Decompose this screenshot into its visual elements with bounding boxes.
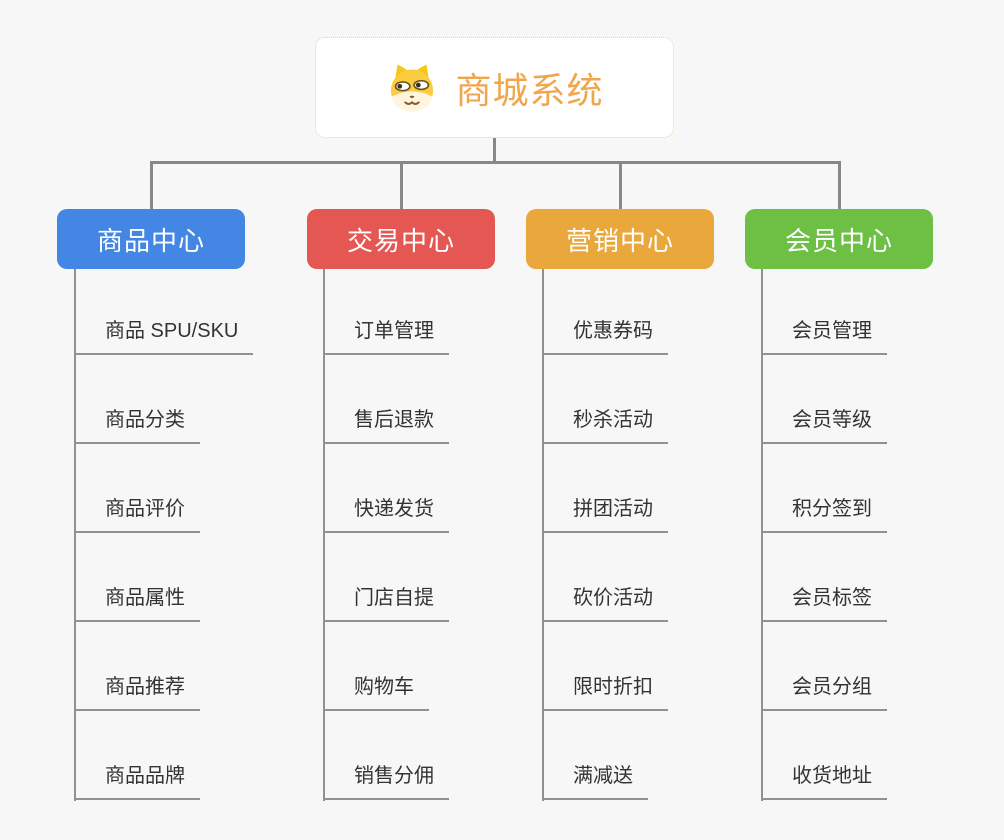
- leaf-node[interactable]: 购物车: [323, 670, 429, 711]
- leaf-column-marketing-center: 优惠券码 秒杀活动 拼团活动 砍价活动 限时折扣 满减送: [542, 266, 668, 800]
- leaf-row: 商品属性: [74, 533, 253, 622]
- leaf-row: 秒杀活动: [542, 355, 668, 444]
- leaf-row: 门店自提: [323, 533, 449, 622]
- connector-drop-marketing: [619, 161, 622, 210]
- connector-root-stem: [493, 138, 496, 164]
- leaf-node[interactable]: 限时折扣: [542, 670, 668, 711]
- connector-drop-trade: [400, 161, 403, 210]
- leaf-row: 砍价活动: [542, 533, 668, 622]
- leaf-node[interactable]: 门店自提: [323, 581, 449, 622]
- root-node-mall-system[interactable]: 商城系统: [315, 37, 674, 138]
- leaf-row: 购物车: [323, 622, 449, 711]
- branch-node-product-center[interactable]: 商品中心: [57, 209, 245, 269]
- leaf-column-product-center: 商品 SPU/SKU 商品分类 商品评价 商品属性 商品推荐 商品品牌: [74, 266, 254, 800]
- leaf-row: 会员等级: [761, 355, 887, 444]
- leaf-row: 商品评价: [74, 444, 253, 533]
- leaf-row: 会员管理: [761, 266, 887, 355]
- trunk-line-product-center: [74, 269, 76, 801]
- branch-node-marketing-center[interactable]: 营销中心: [526, 209, 714, 269]
- leaf-node[interactable]: 优惠券码: [542, 314, 668, 355]
- leaf-row: 销售分佣: [323, 711, 449, 800]
- branch-node-member-center[interactable]: 会员中心: [745, 209, 933, 269]
- trunk-line-marketing-center: [542, 269, 544, 801]
- leaf-row: 订单管理: [323, 266, 449, 355]
- trunk-line-member-center: [761, 269, 763, 801]
- leaf-node[interactable]: 售后退款: [323, 403, 449, 444]
- trunk-line-trade-center: [323, 269, 325, 801]
- leaf-node[interactable]: 商品属性: [74, 581, 200, 622]
- leaf-row: 商品品牌: [74, 711, 253, 800]
- leaf-row: 满减送: [542, 711, 668, 800]
- leaf-node[interactable]: 快递发货: [323, 492, 449, 533]
- leaf-row: 拼团活动: [542, 444, 668, 533]
- leaf-node[interactable]: 积分签到: [761, 492, 887, 533]
- leaf-row: 会员分组: [761, 622, 887, 711]
- leaf-node[interactable]: 商品分类: [74, 403, 200, 444]
- branch-node-trade-center[interactable]: 交易中心: [307, 209, 495, 269]
- leaf-node[interactable]: 商品评价: [74, 492, 200, 533]
- leaf-row: 商品 SPU/SKU: [74, 266, 254, 355]
- leaf-node[interactable]: 收货地址: [761, 759, 887, 800]
- leaf-row: 会员标签: [761, 533, 887, 622]
- leaf-row: 积分签到: [761, 444, 887, 533]
- leaf-node[interactable]: 秒杀活动: [542, 403, 668, 444]
- dog-face-icon: [385, 61, 439, 115]
- root-title: 商城系统: [455, 69, 604, 111]
- connector-drop-members: [838, 161, 841, 210]
- leaf-row: 优惠券码: [542, 266, 668, 355]
- leaf-column-trade-center: 订单管理 售后退款 快递发货 门店自提 购物车 销售分佣: [323, 266, 449, 800]
- leaf-row: 商品分类: [74, 355, 253, 444]
- leaf-node[interactable]: 拼团活动: [542, 492, 668, 533]
- leaf-node[interactable]: 会员标签: [761, 581, 887, 622]
- leaf-node[interactable]: 商品 SPU/SKU: [74, 314, 254, 355]
- leaf-node[interactable]: 砍价活动: [542, 581, 668, 622]
- leaf-column-member-center: 会员管理 会员等级 积分签到 会员标签 会员分组 收货地址: [761, 266, 887, 800]
- leaf-node[interactable]: 会员等级: [761, 403, 887, 444]
- leaf-row: 限时折扣: [542, 622, 668, 711]
- leaf-node[interactable]: 会员管理: [761, 314, 887, 355]
- leaf-node[interactable]: 销售分佣: [323, 759, 449, 800]
- leaf-row: 售后退款: [323, 355, 449, 444]
- connector-drop-products: [150, 161, 153, 210]
- leaf-row: 快递发货: [323, 444, 449, 533]
- leaf-row: 收货地址: [761, 711, 887, 800]
- leaf-node[interactable]: 会员分组: [761, 670, 887, 711]
- leaf-node[interactable]: 商品推荐: [74, 670, 200, 711]
- leaf-node[interactable]: 商品品牌: [74, 759, 200, 800]
- leaf-node[interactable]: 满减送: [542, 759, 648, 800]
- leaf-node[interactable]: 订单管理: [323, 314, 449, 355]
- leaf-row: 商品推荐: [74, 622, 253, 711]
- connector-bus: [150, 161, 841, 164]
